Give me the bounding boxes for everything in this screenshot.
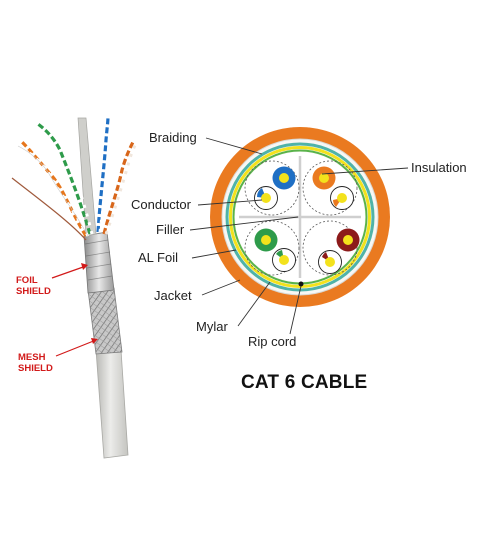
- filler-cross: [239, 156, 361, 278]
- pair-boundary-blue: [244, 160, 300, 216]
- label-insulation: Insulation: [411, 160, 467, 175]
- diagram-title: CAT 6 CABLE: [241, 372, 368, 393]
- label-filler: Filler: [156, 222, 185, 237]
- rip-cord-leader: [289, 285, 302, 335]
- foil-shield-wrap: [83, 231, 115, 294]
- label-jacket: Jacket: [154, 288, 192, 303]
- al-foil-ring: [229, 146, 371, 288]
- mesh-shield-label-line2: SHIELD: [18, 363, 53, 374]
- mesh-shield-label-line1: MESH: [18, 352, 46, 363]
- cross-section: [210, 127, 390, 307]
- jacket-leader: [201, 279, 241, 296]
- label-mylar: Mylar: [196, 319, 228, 334]
- pair-boundary-brown: [302, 220, 358, 276]
- filler-tube: [77, 117, 97, 237]
- pair-blue: [254, 166, 296, 210]
- al-foil-leader: [191, 249, 237, 259]
- mesh-shield-braid: [87, 287, 123, 355]
- cable-photo: [11, 115, 138, 459]
- pair-boundary-green: [244, 220, 300, 276]
- label-al-foil: AL Foil: [138, 250, 178, 265]
- pair-boundary-orange: [302, 160, 358, 216]
- pair-green: [254, 228, 296, 272]
- label-braiding: Braiding: [149, 130, 197, 145]
- conductor-leader: [197, 199, 263, 206]
- pair-brown: [318, 228, 360, 274]
- foil-shield-callout: FOIL SHIELD: [16, 263, 88, 297]
- label-rip-cord: Rip cord: [248, 334, 296, 349]
- callouts: [189, 137, 409, 335]
- cable-jacket: [95, 349, 129, 459]
- label-conductor: Conductor: [131, 197, 192, 212]
- filler-leader: [189, 216, 299, 231]
- insulation-leader: [321, 167, 409, 175]
- foil-shield-label-line1: FOIL: [16, 275, 38, 286]
- mylar-leader: [237, 281, 271, 327]
- foil-shield-label-line2: SHIELD: [16, 286, 51, 297]
- mesh-shield-callout: MESH SHIELD: [18, 338, 98, 374]
- rip-cord-dot: [298, 281, 304, 287]
- drain-wire: [11, 177, 87, 241]
- pair-orange: [312, 166, 354, 210]
- braiding-leader: [205, 137, 263, 155]
